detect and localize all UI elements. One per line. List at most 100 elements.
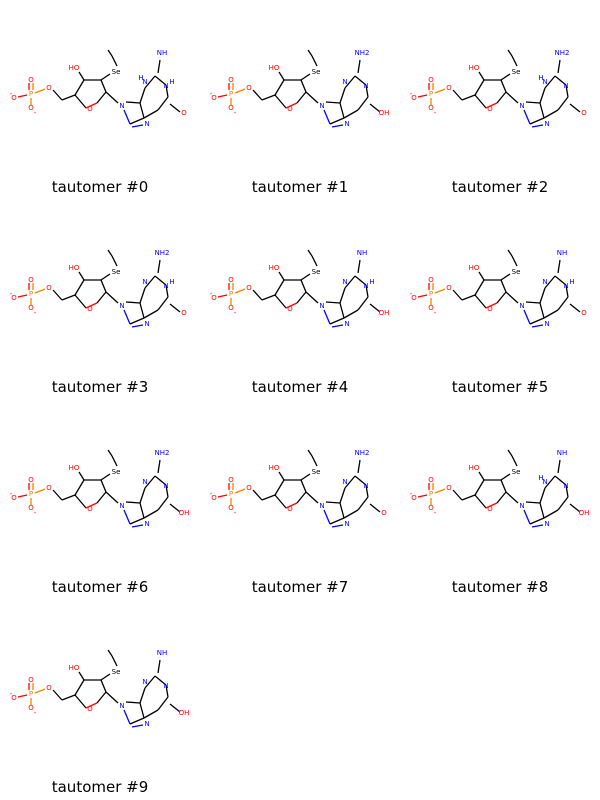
nitrogen-atom: N: [142, 78, 147, 86]
bond: [569, 303, 581, 313]
bond: [369, 103, 381, 113]
bond: [554, 75, 567, 86]
bond: [261, 294, 276, 301]
bond: [344, 475, 356, 489]
bond: [169, 703, 181, 713]
tautomer-label: tautomer #6: [51, 578, 149, 596]
selenium-atom: Se: [312, 468, 321, 476]
oxygen-atom: O: [446, 484, 452, 492]
bond: [329, 117, 345, 125]
charge-label: -: [10, 690, 13, 698]
oxygen-atom: O: [246, 84, 252, 92]
oxygen-atom: O: [428, 104, 434, 112]
bond: [357, 296, 369, 311]
bond: [354, 475, 367, 486]
tautomer-label: tautomer #2: [451, 178, 549, 196]
bond: [500, 273, 511, 281]
bond: [507, 49, 513, 57]
bond: [111, 655, 118, 667]
bond: [507, 449, 513, 457]
bond: [311, 55, 318, 67]
nitrogen-atom: N: [542, 78, 547, 86]
nitrogen-atom: N: [563, 482, 568, 490]
bond: [100, 279, 107, 293]
bond: [139, 487, 146, 504]
oxygen-atom: O: [411, 494, 417, 502]
bond: [525, 301, 541, 304]
charge-label: -: [434, 309, 437, 317]
nitrogen-atom: N: [542, 478, 547, 486]
oxygen-atom: O: [28, 276, 34, 284]
bond: [307, 49, 313, 57]
bond: [144, 475, 156, 489]
charge-label: -: [410, 90, 413, 98]
bond: [165, 484, 169, 498]
bond: [296, 91, 307, 104]
bond: [339, 287, 346, 304]
selenium-atom: Se: [512, 68, 521, 76]
ring-hydrogen-label: H: [169, 278, 174, 286]
bond: [565, 484, 569, 498]
bond: [339, 502, 345, 519]
oxygen-atom: O: [46, 84, 52, 92]
bond: [123, 709, 131, 725]
bond: [339, 487, 346, 504]
nitrogen-atom: N: [144, 720, 149, 728]
amino-group: NH: [557, 449, 568, 457]
bond: [496, 491, 507, 504]
double-bond: [331, 524, 344, 528]
bond: [154, 675, 167, 686]
nitrogen-atom: N: [142, 478, 147, 486]
bond: [143, 709, 159, 719]
bond: [485, 502, 498, 509]
tautomer-label: tautomer #9: [51, 778, 149, 796]
bond: [274, 294, 287, 309]
bond: [474, 79, 485, 96]
bond: [125, 501, 141, 504]
carbonyl-group: OH: [179, 509, 190, 517]
bond: [34, 88, 46, 94]
tautomer-label: tautomer #5: [451, 378, 549, 396]
oxygen-atom: O: [11, 694, 17, 702]
oxygen-atom: O: [211, 494, 217, 502]
phosphorus-atom: P: [229, 290, 233, 298]
oxygen-atom: O: [11, 494, 17, 502]
charge-label: -: [234, 309, 237, 317]
bond: [557, 496, 569, 511]
oxygen-atom: O: [428, 504, 434, 512]
oxygen-atom: O: [211, 294, 217, 302]
oxygen-atom: O: [228, 76, 234, 84]
bond: [125, 101, 141, 104]
bond: [344, 275, 356, 289]
nitrogen-atom: N: [319, 502, 324, 510]
nitrogen-atom: N: [542, 278, 547, 286]
charge-label: -: [434, 509, 437, 517]
oxygen-atom: O: [428, 304, 434, 312]
amino-group: NH2: [355, 449, 370, 457]
nitrogen-atom: N: [163, 82, 168, 90]
bond: [544, 75, 556, 89]
bond: [143, 109, 159, 119]
bond: [165, 284, 169, 298]
bond: [539, 87, 546, 104]
charge-label: -: [34, 109, 37, 117]
bond: [274, 94, 287, 109]
phosphorus-atom: P: [29, 290, 33, 298]
bond: [96, 291, 107, 304]
carbonyl-group: OH: [379, 309, 390, 317]
bond: [461, 494, 476, 501]
bond: [17, 94, 28, 98]
bond: [539, 502, 545, 519]
nitrogen-atom: N: [519, 302, 524, 310]
charge-label: -: [34, 309, 37, 317]
bond: [461, 294, 476, 301]
tautomer-label: tautomer #4: [251, 378, 349, 396]
bond: [354, 75, 367, 86]
bond: [169, 503, 181, 513]
